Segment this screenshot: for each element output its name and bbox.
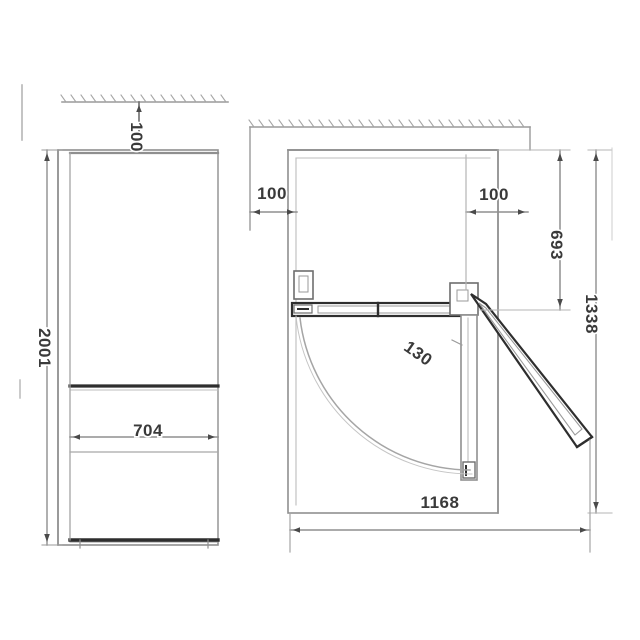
door-open-swing-leaf: [470, 293, 594, 449]
dim-arrow-overall-right: [580, 527, 587, 533]
dim-arrow-mid-100-left: [253, 209, 260, 215]
dim-label-top-left-100: 100: [127, 122, 146, 152]
dim-arrow-swing-bottom: [593, 502, 599, 510]
plan-clearance-hatching: [248, 119, 525, 128]
dim-label-right-100: 100: [479, 185, 509, 204]
dim-arrow-swing-top: [593, 153, 599, 161]
dim-arrow-mid-100-right: [287, 209, 294, 215]
clearance-hatching: [60, 94, 227, 103]
dim-label-mid-100: 100: [257, 184, 287, 203]
dim-arrow-top-clearance-up: [136, 105, 142, 112]
front-elevation-view: [19, 84, 229, 549]
dim-arrow-depth-bottom: [557, 299, 563, 307]
dim-arrow-height-top: [44, 153, 50, 161]
dim-arrow-width-left: [73, 434, 80, 440]
dim-arrow-overall-left: [293, 527, 300, 533]
door-leaf-inner-panel: [317, 305, 451, 314]
angle-leader-tick: [451, 339, 463, 346]
dim-arrow-right-100-right: [518, 209, 525, 215]
dim-arrow-depth-top: [557, 153, 563, 161]
dim-label-overall-1168: 1168: [421, 493, 460, 512]
hinge-pin-pivot: [456, 289, 469, 302]
door-swing-arc: [299, 317, 471, 471]
dim-label-height-2001: 2001: [35, 328, 54, 368]
door-leaf-open-inner: [478, 302, 583, 436]
door-open-vertical-leaf: [460, 314, 478, 481]
door-leaf-open-tip: [575, 435, 594, 449]
hinge-pin-left: [298, 275, 309, 293]
dim-label-depth-693: 693: [547, 230, 566, 260]
dim-arrow-top-clearance-down: [136, 142, 142, 149]
dim-arrow-width-right: [208, 434, 215, 440]
door-swing-arc-outer: [295, 315, 473, 475]
dim-label-swing-1338: 1338: [582, 294, 601, 334]
top-plan-view: [248, 119, 613, 553]
dim-arrow-height-bottom: [44, 534, 50, 542]
dim-arrow-right-100-left: [469, 209, 476, 215]
dim-label-width-704: 704: [133, 421, 163, 440]
